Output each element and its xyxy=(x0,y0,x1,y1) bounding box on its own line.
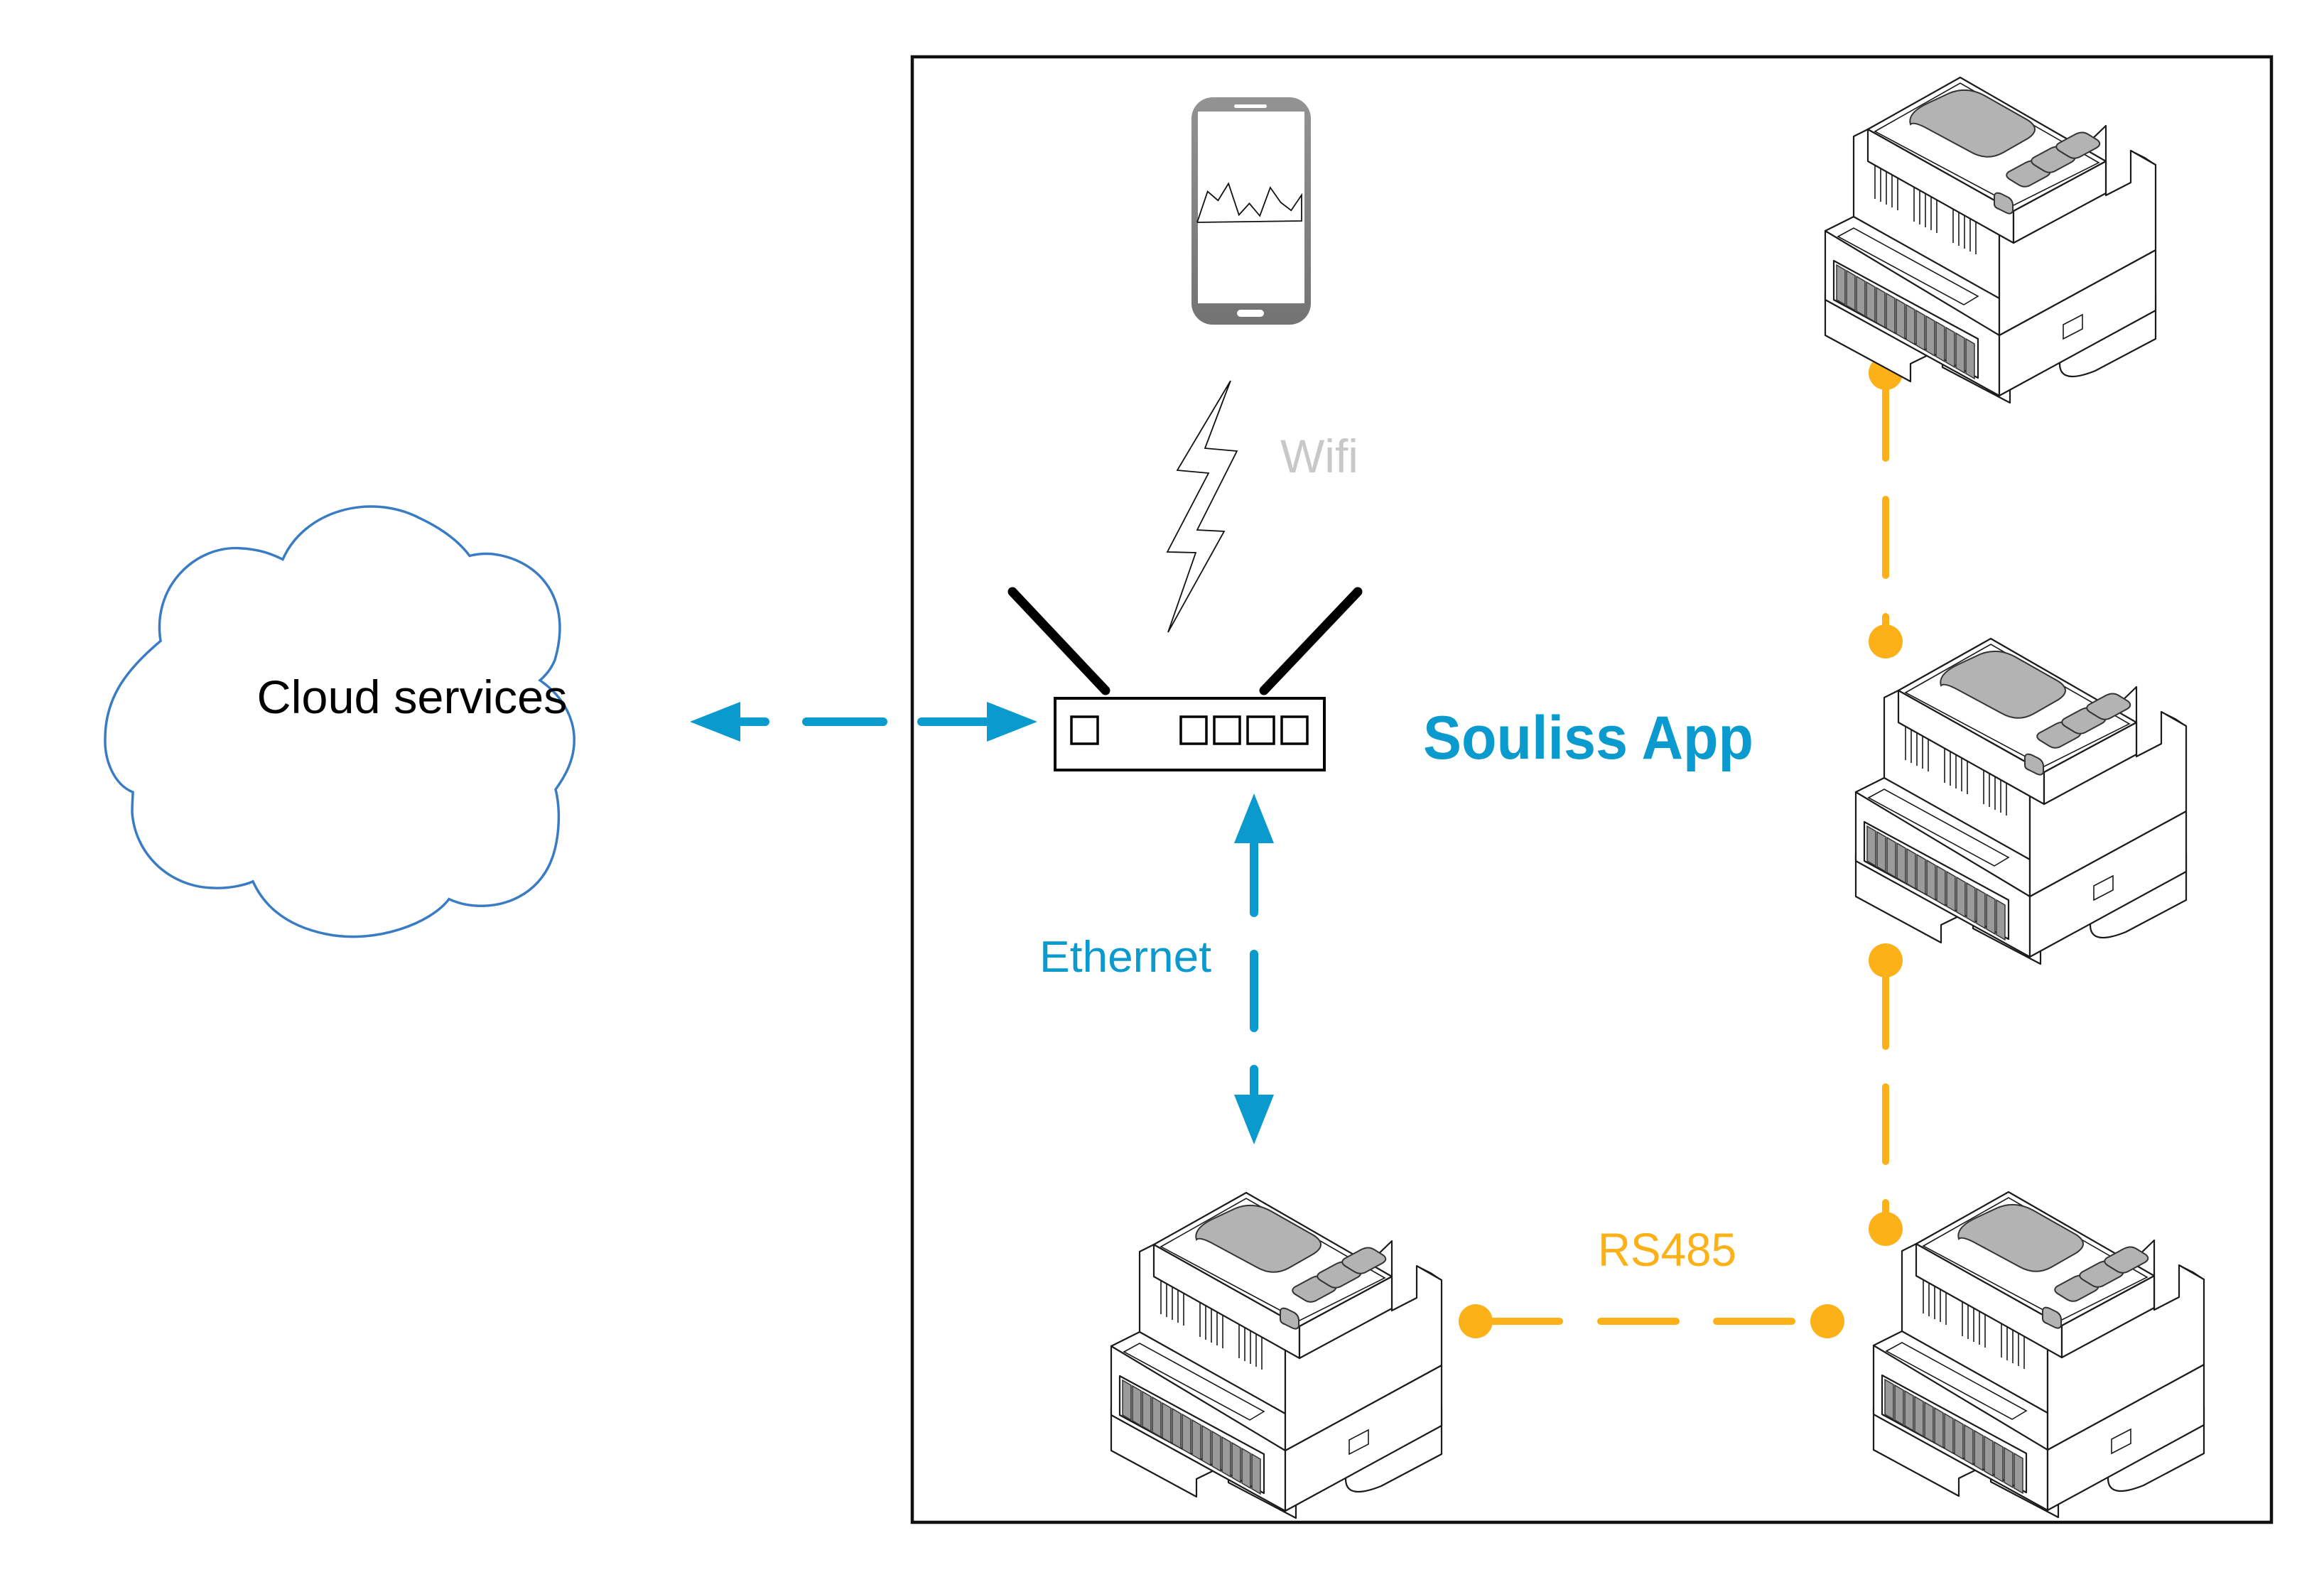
router-port xyxy=(1246,715,1275,745)
din-module-1 xyxy=(1824,76,2157,404)
smartphone-icon xyxy=(1191,97,1311,325)
internet-link xyxy=(690,702,1037,742)
din-module-2 xyxy=(1854,637,2188,965)
din-module-icon xyxy=(1110,1191,1443,1519)
smartphone-node xyxy=(1191,97,1311,325)
router-port xyxy=(1280,715,1309,745)
router-port xyxy=(1070,715,1099,745)
router-icon xyxy=(1007,587,1363,771)
arrowhead-down-icon xyxy=(1234,1095,1274,1144)
wifi-link: Wifi xyxy=(1166,380,1358,633)
system-boundary-frame xyxy=(910,55,2274,1524)
bus-node-dot xyxy=(1869,1212,1903,1246)
router-node xyxy=(1007,587,1363,771)
cloud-icon xyxy=(104,505,575,938)
lightning-bolt-icon xyxy=(1166,380,1238,633)
cloud-services-node: Cloud services xyxy=(104,505,575,938)
router-port xyxy=(1179,715,1208,745)
din-module-icon xyxy=(1854,637,2188,965)
din-module-icon xyxy=(1824,76,2157,404)
din-module-icon xyxy=(1872,1191,2205,1519)
din-module-4 xyxy=(1872,1191,2205,1519)
arrowhead-up-icon xyxy=(1234,793,1274,843)
wifi-label: Wifi xyxy=(1280,430,1358,482)
din-module-3 xyxy=(1110,1191,1443,1519)
arrowhead-right-icon xyxy=(987,702,1037,742)
rs485-bus: RS485 xyxy=(1459,356,1903,1338)
bus-node-dot xyxy=(1459,1304,1493,1338)
cloud-services-label: Cloud services xyxy=(257,671,568,723)
ethernet-label: Ethernet xyxy=(1039,933,1211,982)
rs485-label: RS485 xyxy=(1598,1223,1736,1276)
ethernet-link: Ethernet xyxy=(1039,793,1274,1144)
bus-node-dot xyxy=(1869,624,1903,659)
bus-node-dot xyxy=(1869,943,1903,977)
router-port xyxy=(1213,715,1241,745)
phone-screen-chart xyxy=(1196,182,1302,223)
arrowhead-left-icon xyxy=(690,702,740,742)
souliss-app-title: Souliss App xyxy=(1423,704,1753,772)
bus-node-dot xyxy=(1810,1304,1844,1338)
